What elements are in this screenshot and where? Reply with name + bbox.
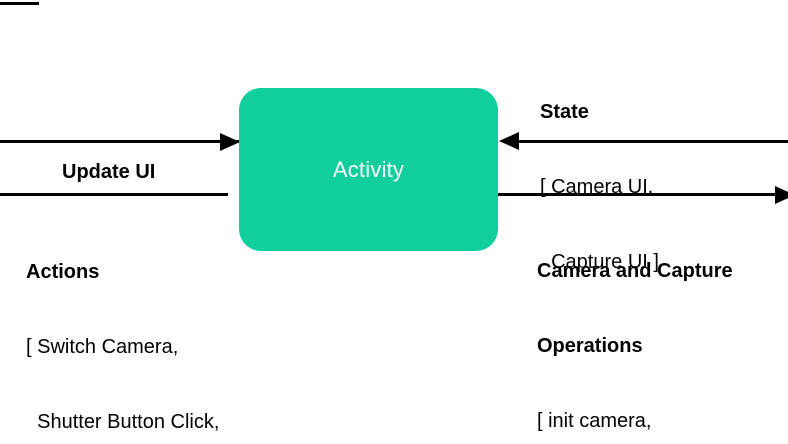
flow-list-camera-operations-item: [ init camera, xyxy=(537,410,652,432)
flow-line-update-ui xyxy=(0,140,240,143)
flow-heading-camera-operations-line1: Camera and Capture xyxy=(537,260,733,282)
flow-line-camera-operations xyxy=(497,193,782,196)
activity-node: Activity xyxy=(239,88,498,251)
flow-label-update-ui: Update UI xyxy=(62,110,155,235)
flow-label-actions: Actions [ Switch Camera, Shutter Button … xyxy=(26,210,268,444)
arrow-right-icon-camera-operations xyxy=(775,186,788,204)
flow-heading-actions: Actions xyxy=(26,261,100,283)
flow-label-camera-operations: Camera and Capture Operations [ init cam… xyxy=(537,209,733,444)
flow-list-actions-item: Shutter Button Click, xyxy=(26,411,220,433)
activity-node-label: Activity xyxy=(332,156,405,182)
flow-heading-camera-operations-line2: Operations xyxy=(537,335,643,357)
flow-heading-state: State xyxy=(540,101,589,123)
crop-marker-bar xyxy=(0,2,39,5)
flow-list-state-item: Capture UI ] xyxy=(540,251,659,273)
flow-heading-update-ui: Update UI xyxy=(62,161,156,183)
flow-label-state: State [ Camera UI, Capture UI ] xyxy=(540,50,659,325)
arrow-left-icon-state xyxy=(499,132,519,150)
flow-line-state xyxy=(512,140,788,143)
flow-line-actions xyxy=(0,193,228,196)
arrow-right-icon-actions xyxy=(220,133,240,151)
flow-list-state-item: [ Camera UI, xyxy=(540,176,654,198)
flow-list-actions-item: [ Switch Camera, xyxy=(26,336,179,358)
